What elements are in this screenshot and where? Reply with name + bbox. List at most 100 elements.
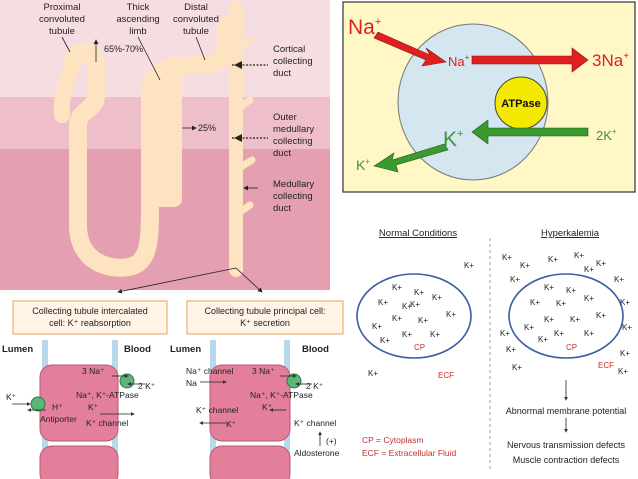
intercalated-title-1: Collecting tubule intercalated [32,306,148,316]
svg-text:K+: K+ [512,363,522,372]
svg-text:K+: K+ [464,261,474,270]
ic-2k: 2 K⁺ [138,381,156,391]
tal-label-2: ascending [116,14,159,25]
na-outside-label: Na+ [348,16,381,39]
svg-text:K+: K+ [402,302,412,311]
pump-panel: Na+ Na+ 3Na+ ATPase K+ K+ 2K+ [342,1,636,193]
principal-title-1: Collecting tubule principal cell: [204,306,325,316]
outer-label-1: Outer [273,112,297,123]
svg-text:K+: K+ [372,322,382,331]
intercalated-cell-panel: Collecting tubule intercalated cell: K⁺ … [2,300,168,479]
svg-text:K+: K+ [500,329,510,338]
svg-text:K+: K+ [614,275,624,284]
svg-text:K+: K+ [618,367,628,376]
svg-text:K+: K+ [418,316,428,325]
ic-kplus-left: K⁺ [6,392,17,402]
na-in-arrow [373,31,447,67]
legend-ecf: ECF = Extracellular Fluid [362,448,457,458]
cortical-label-3: duct [273,68,291,79]
cortical-label-1: Cortical [273,44,305,55]
pc-atpase: Na⁺, K⁺-ATPase [250,390,313,400]
pc-blood-label: Blood [302,344,329,355]
medullary-label-3: duct [273,203,291,214]
svg-text:K+: K+ [584,265,594,274]
hyper-k-ions: K+K+ K+K+ K+K+ K+K+ K+K+ K+K+ K+K+ K+K+ … [500,251,632,376]
ic-blood-label: Blood [124,344,151,355]
medullary-label-1: Medullary [273,179,314,190]
dct-label-1: Distal [184,2,208,13]
ic-antiporter-label: Antiporter [40,414,77,424]
svg-text:K+: K+ [378,298,388,307]
svg-text:K+: K+ [502,253,512,262]
svg-text:K+: K+ [446,310,456,319]
principal-title-2: K⁺ secretion [240,318,290,328]
svg-text:K+: K+ [510,275,520,284]
normal-k-ions: K+K+ K+K+ K+K+ K+K+ K+K+ K+K+ K+ K+ K+ [368,261,474,378]
hyper-cell [508,273,624,359]
legend-cp: CP = Cytoplasm [362,435,424,445]
k-in-arrow [471,119,589,145]
ic-cell-lower [39,445,119,479]
k-out-arrow [373,143,449,173]
outer-label-3: collecting [273,136,313,147]
svg-text:K+: K+ [538,335,548,344]
svg-text:K+: K+ [556,299,566,308]
na-inside-label: Na+ [448,53,470,69]
svg-text:K+: K+ [620,349,630,358]
svg-text:K+: K+ [392,283,402,292]
tubule-loop [63,16,235,277]
pc-na-channel: Na⁺ channel [186,366,234,376]
effect-3: Muscle contraction defects [513,455,620,465]
outer-label-4: duct [273,148,291,159]
pc-aldosterone: Aldosterone [294,448,340,458]
pc-kplus-mid: K⁺ [262,402,273,412]
tal-reabsorption-label: 25% [198,123,216,133]
ic-3na: 3 Na⁺ [82,366,105,376]
ic-antiporter [30,396,46,412]
svg-text:K+: K+ [544,283,554,292]
tal-thick-segment [152,62,182,207]
pct-label-1: Proximal [44,2,81,13]
pc-kchannel-right: K⁺ channel [294,418,336,428]
svg-text:K+: K+ [402,330,412,339]
pct-reabsorption-label: 65%-70% [104,44,143,54]
svg-text:K+: K+ [548,255,558,264]
svg-text:K+: K+ [432,293,442,302]
principal-cell-panel: Collecting tubule principal cell: K⁺ sec… [170,300,344,479]
outer-label-2: medullary [273,124,314,135]
normal-title: Normal Conditions [379,228,457,239]
ic-kplus2: K⁺ [88,402,99,412]
svg-text:K+: K+ [596,259,606,268]
svg-text:K+: K+ [622,323,632,332]
svg-text:K+: K+ [584,329,594,338]
pc-lumen-label: Lumen [170,344,201,355]
svg-text:K+: K+ [584,294,594,303]
pct-label-3: tubule [49,26,75,37]
cortical-label-2: collecting [273,56,313,67]
hyper-title: Hyperkalemia [541,228,600,239]
svg-text:K+: K+ [570,315,580,324]
na3-label: 3Na+ [592,51,629,70]
pc-2k: 2 K⁺ [306,381,324,391]
pc-kplus-left: K⁺ [226,419,237,429]
ic-kchannel: K⁺ channel [86,418,128,428]
svg-text:K+: K+ [554,329,564,338]
ic-hplus: H⁺ [52,402,63,412]
pc-na: Na [186,378,197,388]
svg-text:K+: K+ [368,369,378,378]
k-inside-label: K+ [443,128,463,151]
nephron-panel: Proximal convoluted tubule Thick ascendi… [0,0,330,294]
svg-text:K+: K+ [574,251,584,260]
svg-text:K+: K+ [430,330,440,339]
na-out-arrow [471,47,589,73]
normal-cell [356,273,472,359]
effect-2: Nervous transmission defects [507,440,626,450]
svg-text:K+: K+ [530,298,540,307]
svg-text:K+: K+ [524,323,534,332]
dct-label-3: tubule [183,26,209,37]
svg-text:K+: K+ [620,298,630,307]
pc-3na: 3 Na⁺ [252,366,275,376]
svg-text:K+: K+ [544,315,554,324]
svg-text:K+: K+ [410,300,420,309]
